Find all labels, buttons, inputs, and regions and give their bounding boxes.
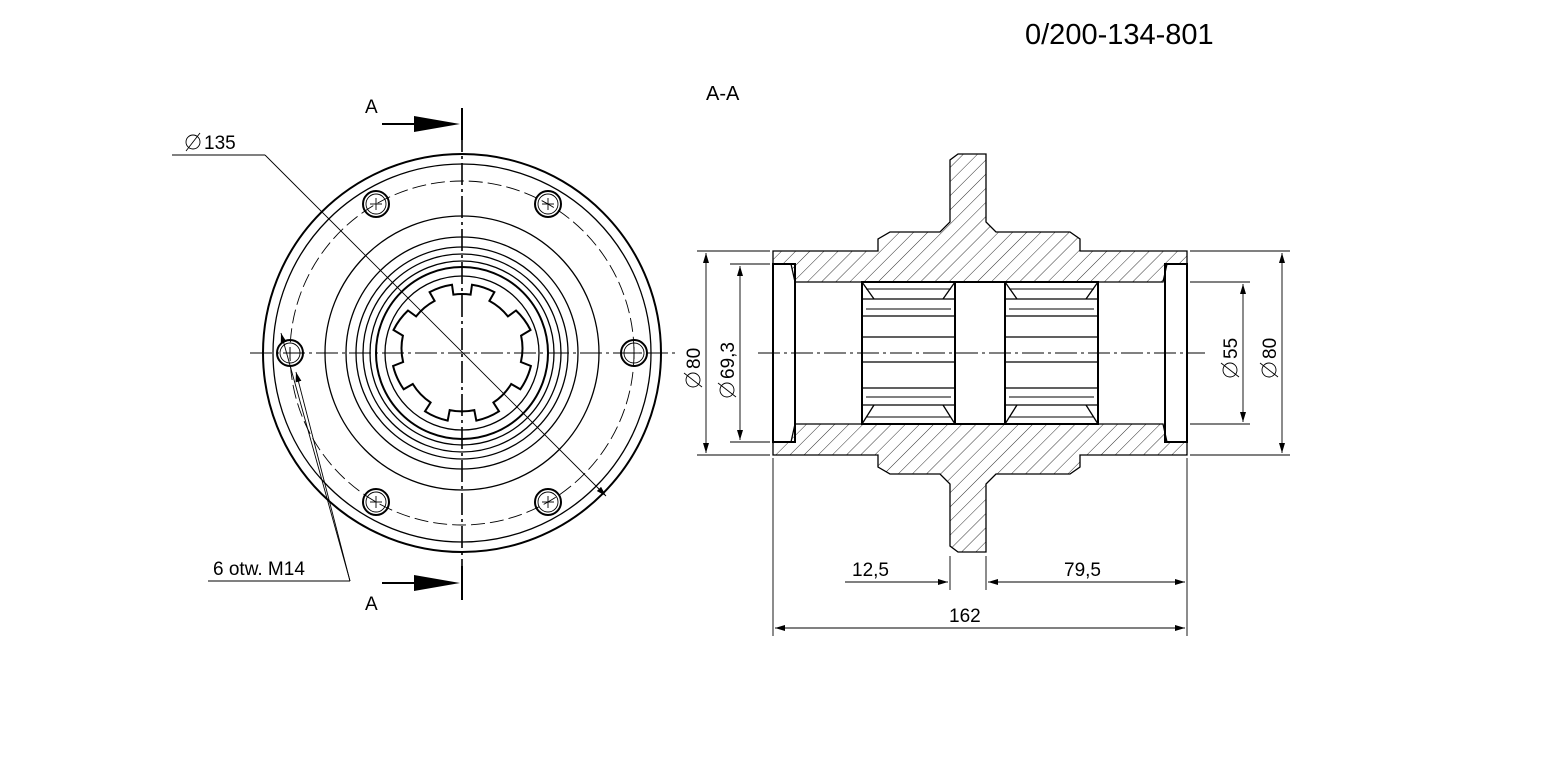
dim-bore-label: 69,3	[718, 342, 739, 379]
pitch-dia-dimension-line	[264, 154, 607, 497]
section-label-bottom: A	[365, 594, 378, 615]
dim-outer-left-label: 80	[684, 348, 705, 369]
bolt-hole-2	[534, 190, 562, 218]
section-label-top: A	[365, 97, 378, 118]
spline-profile	[391, 283, 533, 422]
holes-note-leader-1	[295, 371, 351, 582]
holes-note: 6 otw. M14	[213, 559, 305, 580]
diameter-symbol-icon	[185, 132, 201, 152]
dim-right-length-label: 79,5	[1064, 560, 1101, 581]
section-top-wall	[772, 153, 1188, 283]
section-arrowhead-top	[414, 116, 460, 132]
holes-note-leader-2	[280, 332, 351, 582]
diameter-symbol-icon	[1259, 362, 1279, 378]
diameter-symbol-icon	[717, 382, 737, 398]
dim-outer-right-label: 80	[1260, 338, 1281, 359]
diameter-symbol-icon	[1220, 362, 1240, 378]
section-view: 80 69,3 55 80 12,5 79,5 162	[683, 153, 1290, 636]
part-number: 0/200-134-801	[1025, 19, 1214, 51]
pitch-dia-label: 135	[204, 133, 236, 154]
diameter-symbol-icon	[683, 372, 703, 388]
spline-block-right	[1004, 281, 1099, 425]
section-title: A-A	[706, 83, 740, 105]
bolt-hole-4	[534, 488, 562, 516]
section-bottom-wall	[772, 423, 1188, 553]
bolt-hole-5	[362, 488, 390, 516]
bolt-hole-1	[362, 190, 390, 218]
front-view: A A 135 6 otw. M14	[172, 97, 676, 615]
dim-inner-right-label: 55	[1221, 338, 1242, 359]
section-arrowhead-bottom	[414, 575, 460, 591]
dim-total-length-label: 162	[949, 606, 981, 627]
dim-flange-thickness-label: 12,5	[852, 560, 889, 581]
